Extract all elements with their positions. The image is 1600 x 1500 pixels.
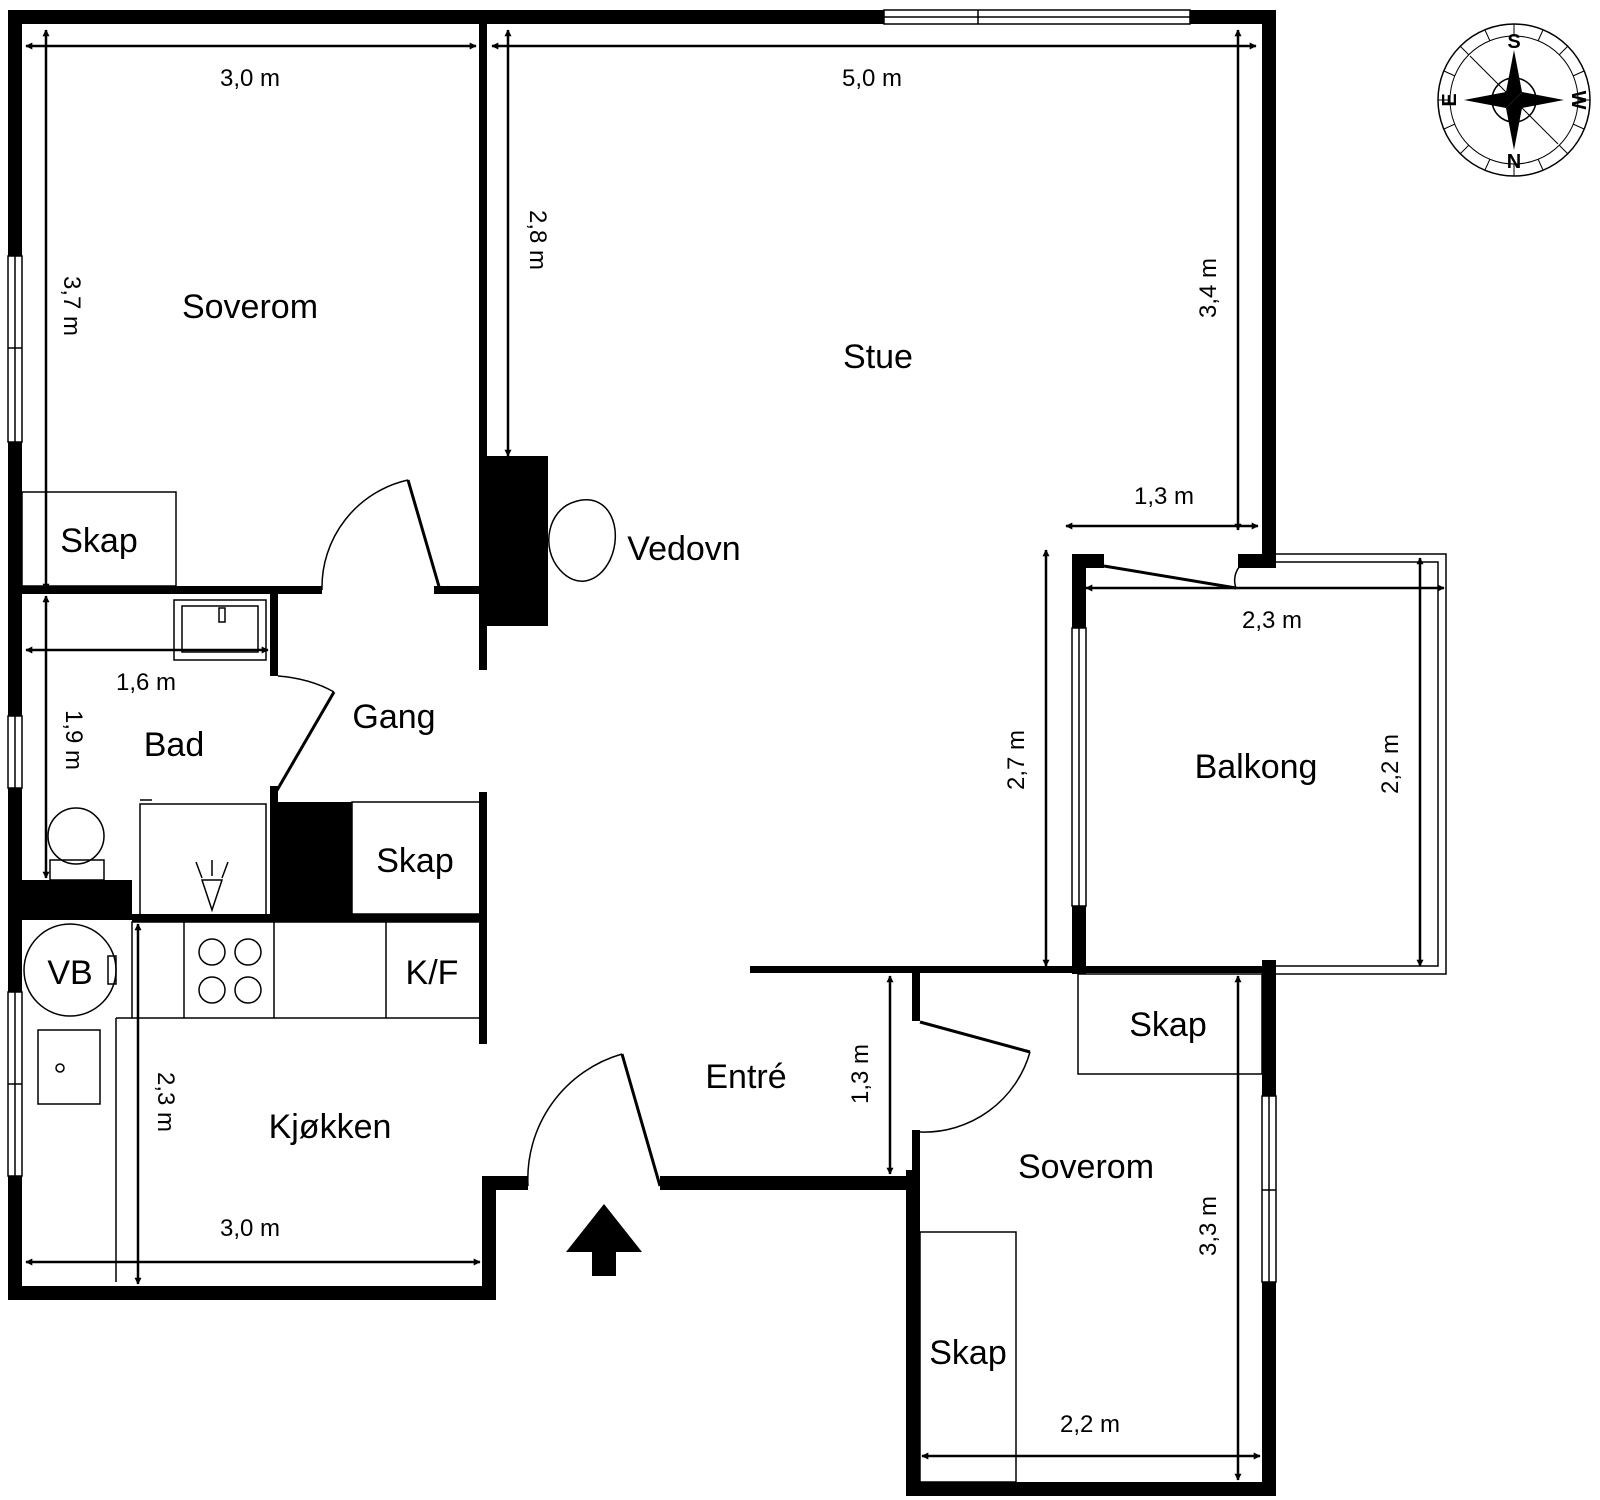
entrance-arrow [566,1204,642,1276]
label-skap-soverom2-top: Skap [1129,1006,1207,1044]
compass-label-right: W [1567,91,1589,110]
dim-stue-step: 1,3 m [1134,483,1194,510]
dim-soverom2-height: 3,3 m [1195,1196,1222,1256]
dim-stue-right-height: 3,4 m [1195,258,1222,318]
doors [274,479,1241,1187]
room-label-stue: Stue [843,338,913,376]
dim-balkong-width: 2,3 m [1242,607,1302,634]
wood-stove [548,499,617,582]
room-label-soverom2: Soverom [1018,1148,1154,1186]
label-kf: K/F [406,954,459,992]
dim-balkong-height: 2,2 m [1377,734,1404,794]
dim-stue-width: 5,0 m [842,65,902,92]
wardrobe-soverom2-side [919,1231,1017,1483]
dim-soverom1-height: 3,7 m [58,276,85,336]
dim-kjokken-height: 2,3 m [152,1072,179,1132]
toilet [47,807,105,865]
room-label-soverom1: Soverom [182,288,318,326]
dim-stue-left-height: 2,8 m [524,210,551,270]
label-skap-soverom1: Skap [60,522,138,560]
fixtures [21,491,1263,1483]
dim-kjokken-width: 3,0 m [220,1215,280,1242]
label-skap-soverom2-side: Skap [929,1334,1007,1372]
compass-label-top: S [1507,31,1520,53]
room-label-bad: Bad [144,726,205,764]
dimension-lines [25,29,1445,1481]
compass-rose: S N E W [1437,23,1591,177]
label-skap-gang: Skap [376,842,454,880]
wardrobe-soverom1 [21,491,177,587]
compass-label-bottom: N [1507,151,1521,173]
dim-soverom1-width: 3,0 m [220,65,280,92]
compass-label-left: E [1439,93,1461,106]
wardrobe-soverom2-top [1077,973,1263,1075]
dim-entre-height: 1,3 m [847,1044,874,1104]
room-label-kjokken: Kjøkken [269,1108,392,1146]
dim-bad-width: 1,6 m [116,669,176,696]
dim-soverom2-width: 2,2 m [1060,1411,1120,1438]
room-label-gang: Gang [352,698,435,736]
shower [139,803,267,917]
dim-bad-height: 1,9 m [60,710,87,770]
room-label-balkong: Balkong [1195,748,1318,786]
wardrobe-gang [351,801,481,915]
room-label-entre: Entré [705,1058,786,1096]
compass-ticks [1438,24,1590,176]
windows [7,9,1447,1283]
dim-balkong-left-height: 2,7 m [1003,730,1030,790]
label-vedovn: Vedovn [627,530,740,568]
label-vb: VB [47,954,92,992]
